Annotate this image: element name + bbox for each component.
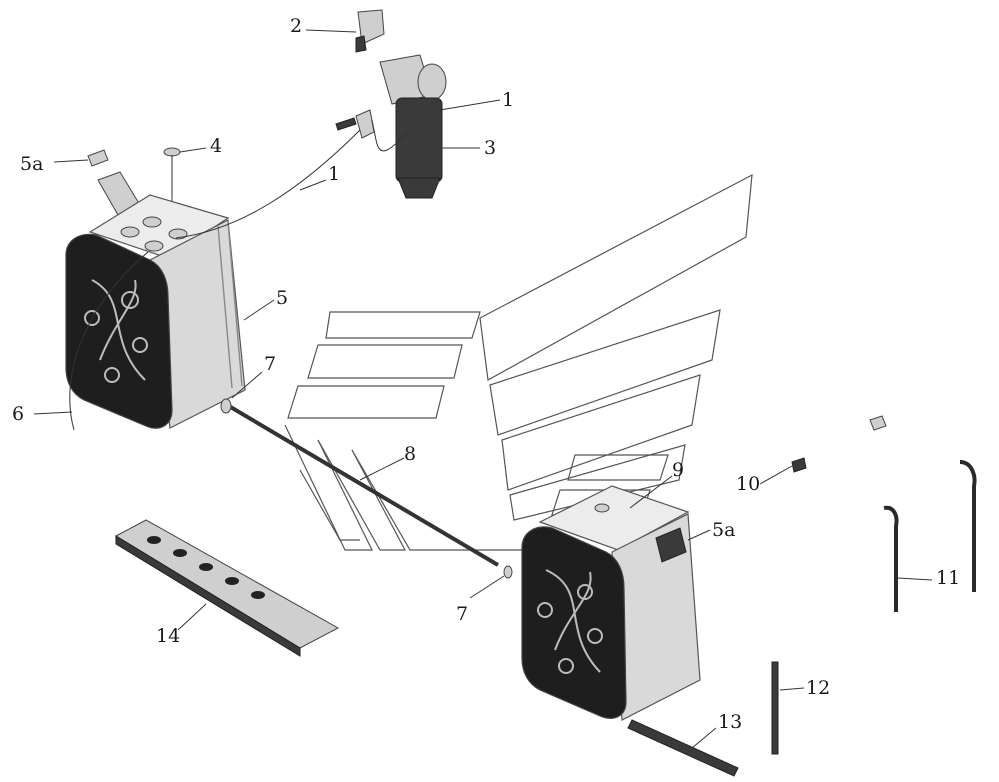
small-fitting bbox=[791, 415, 887, 473]
connecting-pipe bbox=[220, 398, 513, 579]
label-6: 6 bbox=[12, 403, 24, 425]
label-1-mid: 1 bbox=[328, 163, 340, 185]
label-8: 8 bbox=[404, 443, 416, 465]
filler-cap-left bbox=[87, 149, 109, 167]
fuel-tank-right bbox=[521, 485, 701, 721]
vertical-strip bbox=[771, 661, 779, 755]
fuel-line bbox=[175, 129, 361, 239]
fuel-tank-left bbox=[65, 171, 246, 429]
label-10: 10 bbox=[736, 473, 760, 495]
return-line bbox=[69, 251, 149, 431]
label-5a-left: 5a bbox=[20, 153, 43, 175]
leader-lines bbox=[33, 29, 933, 749]
label-7-bottom: 7 bbox=[456, 603, 468, 625]
watermark-logo bbox=[284, 173, 753, 551]
bracket-plate bbox=[355, 9, 385, 53]
label-11: 11 bbox=[936, 567, 960, 589]
tank-straps bbox=[883, 460, 977, 612]
label-4: 4 bbox=[210, 135, 222, 157]
label-14: 14 bbox=[156, 625, 180, 647]
bolt-clip bbox=[335, 109, 375, 139]
mounting-plate bbox=[114, 519, 340, 657]
label-12: 12 bbox=[806, 677, 830, 699]
label-5: 5 bbox=[276, 287, 288, 309]
label-13: 13 bbox=[718, 711, 742, 733]
label-9: 9 bbox=[672, 459, 684, 481]
fuel-filter bbox=[371, 54, 447, 199]
label-2: 2 bbox=[290, 15, 302, 37]
label-5a-right: 5a bbox=[712, 519, 735, 541]
callout-labels: 2 1 3 4 1 5a 5 7 6 8 9 10 5a 11 7 14 12 … bbox=[12, 15, 960, 733]
label-3: 3 bbox=[484, 137, 496, 159]
label-7-top: 7 bbox=[264, 353, 276, 375]
support-bar bbox=[627, 719, 739, 777]
label-1-top: 1 bbox=[502, 89, 514, 111]
